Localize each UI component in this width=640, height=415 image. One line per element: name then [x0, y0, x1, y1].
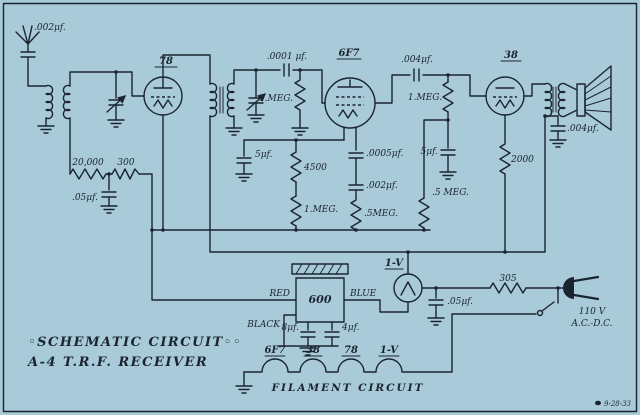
res-1meg-c-label: 1.MEG. [304, 205, 338, 215]
antenna-icon [15, 25, 47, 87]
grid-coupling-cap-0001 [283, 63, 326, 104]
tube-6f7-symbol [324, 58, 411, 151]
schematic-title-line1: ◦SCHEMATIC CIRCUIT◦◦ [28, 335, 242, 350]
ant-cap-label: .002μf. [34, 23, 66, 33]
junction-dots [107, 68, 601, 406]
tube-38-label: 38 [504, 50, 518, 61]
cathode-network-6f7 [236, 139, 345, 231]
schematic-title-line2: A-4 T.R.F. RECEIVER [26, 355, 208, 370]
coupling-cap-004 [413, 68, 487, 97]
cap-004b-label: .004μf. [567, 124, 599, 134]
power-transformer [277, 263, 409, 347]
tube-78-label: 78 [159, 56, 173, 67]
filament-circuit-label: FILAMENT CIRCUIT [271, 382, 425, 394]
tube-1v-label: 1-V [385, 258, 404, 269]
cap-5uf-a-label: 5μf. [255, 150, 273, 160]
res-1meg-b-label: 1.MEG. [408, 93, 442, 103]
interstage-transformer [209, 69, 281, 129]
cap-0005-label: .0005μf. [366, 149, 404, 159]
cap-05a-label: .05μf. [72, 193, 98, 203]
res-20000-label: 20,000 [71, 158, 104, 168]
antenna-coupling-cap [20, 43, 47, 87]
antenna-transformer [45, 71, 145, 175]
stamp-mark [595, 400, 601, 406]
tube-6f7-label: 6F7 [338, 48, 359, 59]
coupling-chain [348, 152, 364, 231]
res-1meg-a-label: 1.MEG. [259, 94, 293, 104]
res-5meg-b-label: .5 MEG. [432, 188, 469, 198]
grid-network-38 [418, 74, 456, 231]
filament-tube-6f7-label: 6F7 [264, 345, 285, 356]
power-acdc-label: A.C.-D.C. [570, 319, 612, 329]
res-5meg-a-label: .5MEG. [364, 209, 398, 219]
res-2000-label: 2000 [510, 155, 534, 165]
cap-4uf-label: 4μf. [341, 323, 360, 333]
bus-lines [138, 115, 546, 301]
cap-05b-label: .05μf. [447, 297, 473, 307]
output-transformer [544, 82, 578, 118]
filament-circuit [243, 355, 453, 387]
filter-cap-8uf [300, 321, 316, 347]
blue-lead-label: BLUE [349, 289, 377, 299]
line-filter-cap [428, 287, 444, 319]
schematic-labels: .002μf. 78 .0001 μf. 6F7 .004μf. 38 1.ME… [26, 23, 632, 408]
tuning-capacitor-1 [106, 71, 127, 121]
res-4500-label: 4500 [303, 163, 327, 173]
tube-78-symbol [143, 54, 211, 231]
tuning-capacitor-2 [246, 69, 267, 116]
black-lead-wire [283, 314, 297, 347]
black-lead-label: BLACK [246, 320, 281, 330]
cap-002-label: .002μf. [366, 181, 398, 191]
speaker-icon [576, 65, 612, 131]
res-305-label: 305 [499, 274, 516, 284]
red-lead-label: RED [268, 289, 290, 299]
cap-004a-label: .004μf. [401, 55, 433, 65]
cap-0001-label: .0001 μf. [267, 52, 307, 62]
cap-5uf-b-label: 5μf. [421, 147, 439, 157]
schematic-linework [15, 25, 612, 406]
filament-tube-1v-label: 1-V [380, 345, 399, 356]
blue-lead-wire [343, 299, 409, 313]
power-voltage-label: 110 V [579, 307, 607, 317]
filament-tube-78-label: 78 [344, 345, 358, 356]
res-300-label: 300 [117, 158, 134, 168]
power-switch [451, 287, 559, 373]
tube-38-symbol [485, 60, 546, 253]
filter-cap-4uf [324, 321, 340, 347]
xfmr-value-label: 600 [309, 293, 332, 306]
tone-cap-004 [544, 115, 566, 141]
rectifier-1v-symbol [384, 251, 491, 303]
date-stamp: 9-28-33 [604, 400, 632, 408]
cap-8uf-label: 8μf. [282, 323, 300, 333]
power-plug-icon [563, 275, 600, 301]
filament-tube-38-label: 38 [306, 345, 320, 356]
cathode-bias-network [69, 168, 140, 207]
